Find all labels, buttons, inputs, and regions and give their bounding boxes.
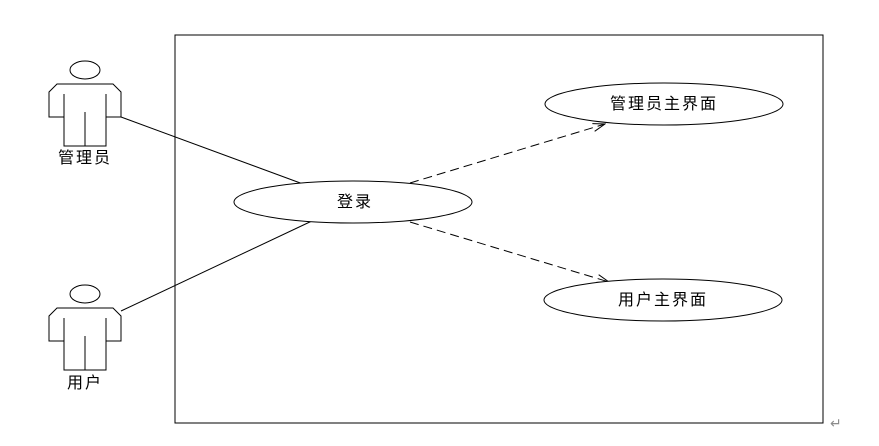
actor-admin: 管理员 bbox=[48, 60, 122, 167]
usecase-user-main: 用户主界面 bbox=[543, 278, 783, 322]
association-admin-login bbox=[120, 116, 304, 185]
dependency-login-admin-main bbox=[409, 124, 605, 184]
actor-user: 用户 bbox=[48, 284, 122, 392]
system-boundary bbox=[174, 34, 824, 424]
actor-user-label: 用户 bbox=[67, 373, 103, 392]
actor-admin-label: 管理员 bbox=[58, 148, 112, 167]
actor-admin-head bbox=[69, 60, 101, 80]
usecase-login: 登录 bbox=[233, 180, 473, 224]
dependency-login-user-main bbox=[409, 221, 609, 282]
usecase-admin-main: 管理员主界面 bbox=[544, 82, 784, 126]
actor-user-head bbox=[69, 284, 101, 304]
association-user-login bbox=[120, 219, 315, 312]
usecase-login-label: 登录 bbox=[337, 192, 373, 211]
usecase-admin-main-label: 管理员主界面 bbox=[610, 94, 718, 113]
usecase-user-main-label: 用户主界面 bbox=[618, 290, 708, 309]
paragraph-mark: ↵ bbox=[830, 416, 842, 432]
